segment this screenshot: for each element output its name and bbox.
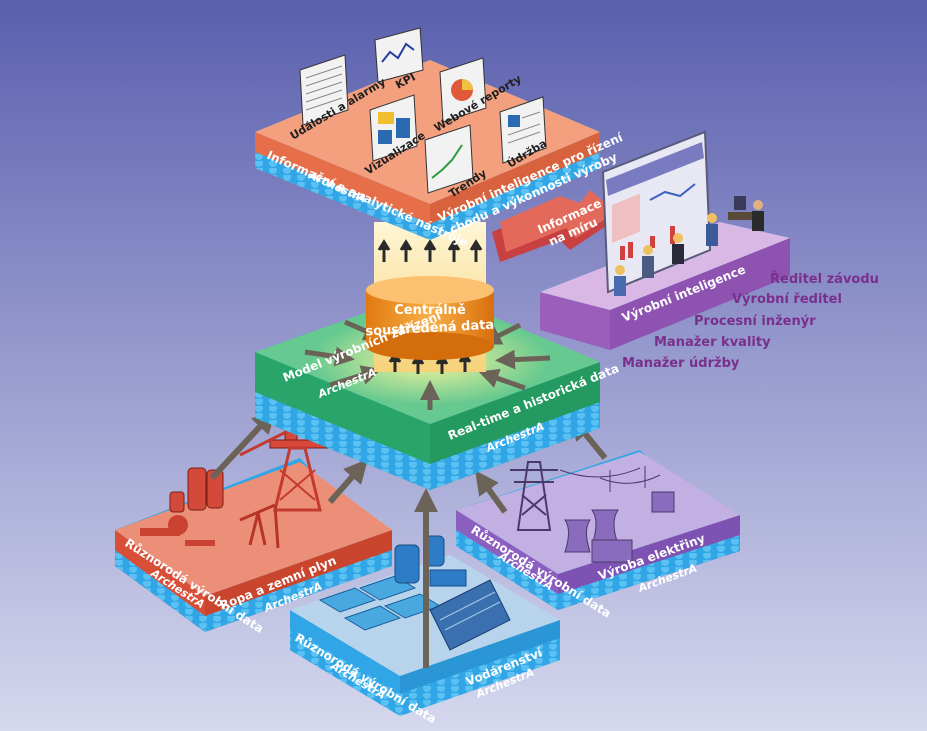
pump-jack-icon: [239, 503, 280, 549]
person-icon: [752, 200, 764, 231]
power-layer: [456, 450, 740, 610]
maintenance-doc: [499, 96, 547, 164]
central-data-column: Centrálně soustředěná data: [365, 222, 495, 374]
visualization-doc: [369, 94, 418, 162]
role-list: Ředitel závodu Výrobní ředitel Procesní …: [622, 271, 879, 371]
cooling-towers-icon: [564, 509, 619, 553]
web-reports-doc: [439, 57, 487, 123]
converging-arrows: [304, 298, 551, 410]
events-alarms-doc: [299, 54, 349, 126]
kpi-doc: [374, 27, 424, 83]
role-maintenance-manager: Manažer údržby: [622, 356, 740, 371]
central-data-cylinder: Centrálně soustředěná data: [365, 276, 495, 360]
people-icons: [614, 196, 764, 296]
role-plant-director: Ředitel závodu: [770, 271, 879, 287]
power-lines-icon: [559, 466, 661, 492]
transmission-tower-icon: [510, 461, 558, 531]
role-process-engineer: Procesní inženýr: [694, 314, 816, 329]
power-building-icon: [591, 491, 675, 563]
intelligence-layer: Výrobní inteligence: [540, 130, 790, 350]
role-quality-manager: Manažer kvality: [654, 335, 771, 350]
pipes-icon: [140, 515, 215, 546]
oil-gas-layer: [115, 414, 392, 632]
upward-data-arrows: [209, 409, 608, 668]
role-production-director: Výrobní ředitel: [732, 292, 842, 307]
desk-icon: [728, 196, 752, 220]
trends-doc: [424, 124, 474, 194]
person-icon: [642, 245, 654, 278]
person-icon: [706, 213, 718, 246]
storage-tanks-icon: [169, 467, 224, 513]
cylinder-line2: soustředěná data: [365, 318, 494, 340]
person-icon: [614, 265, 626, 296]
dam-icon: [429, 579, 511, 651]
cylinder-line1: Centrálně: [394, 303, 466, 318]
person-icon: [672, 233, 684, 264]
